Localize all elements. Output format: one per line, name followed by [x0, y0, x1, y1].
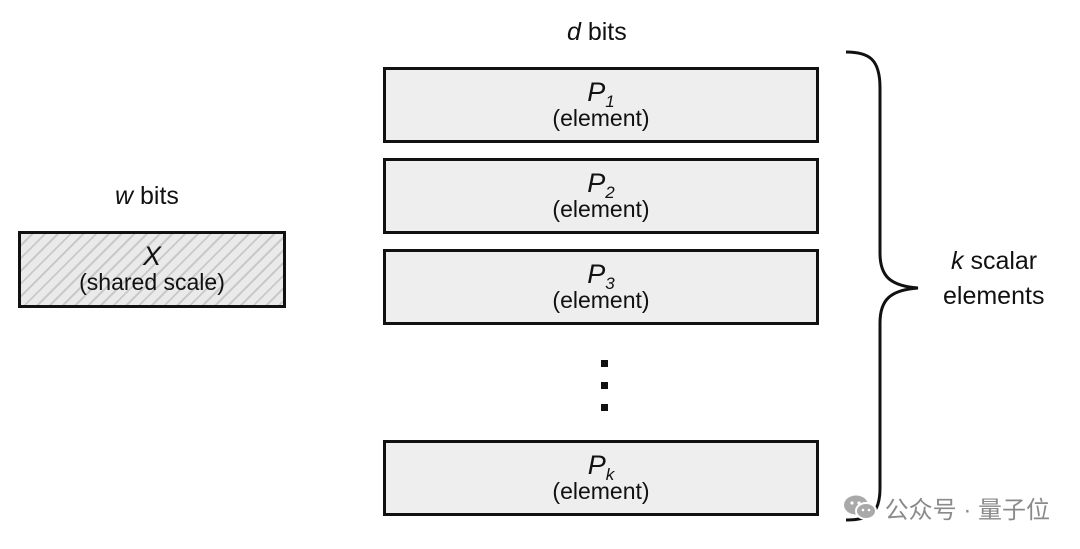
element-box-3: P3 (element) — [383, 249, 819, 325]
element-description: (element) — [552, 478, 650, 504]
element-subscript: 1 — [605, 92, 615, 111]
curly-brace — [845, 50, 919, 522]
shared-scale-symbol: X — [142, 241, 161, 271]
element-symbol: P2 — [587, 168, 615, 202]
width-variable: d — [567, 18, 581, 46]
watermark: 公众号 · 量子位 — [843, 490, 1050, 525]
width-unit: bits — [580, 18, 627, 46]
element-width-label: d bits — [567, 20, 627, 45]
brace-label-line1: k scalar — [951, 247, 1038, 275]
ellipsis-dot — [601, 404, 608, 411]
watermark-text: 公众号 · 量子位 — [884, 497, 1050, 524]
element-symbol: P3 — [587, 259, 615, 293]
element-description: (element) — [552, 196, 650, 222]
ellipsis-dot — [601, 382, 608, 389]
element-box-1: P1 (element) — [383, 67, 819, 143]
brace-label-line2: elements — [943, 282, 1045, 310]
shared-scale-width-label: w bits — [115, 184, 179, 209]
element-box-k: Pk (element) — [383, 440, 819, 516]
element-subscript: 2 — [605, 183, 615, 202]
count-variable: k — [951, 247, 964, 275]
ellipsis-dot — [601, 360, 608, 367]
element-subscript: k — [605, 465, 615, 484]
element-description: (element) — [552, 287, 650, 313]
element-description: (element) — [552, 105, 650, 131]
element-subscript: 3 — [605, 274, 615, 293]
shared-scale-box: X (shared scale) — [18, 231, 286, 308]
width-unit: bits — [133, 182, 179, 210]
shared-scale-description: (shared scale) — [79, 269, 225, 295]
wechat-icon — [843, 495, 877, 520]
element-symbol: P1 — [587, 77, 615, 111]
element-symbol: Pk — [587, 450, 615, 484]
element-box-2: P2 (element) — [383, 158, 819, 234]
width-variable: w — [115, 182, 134, 210]
